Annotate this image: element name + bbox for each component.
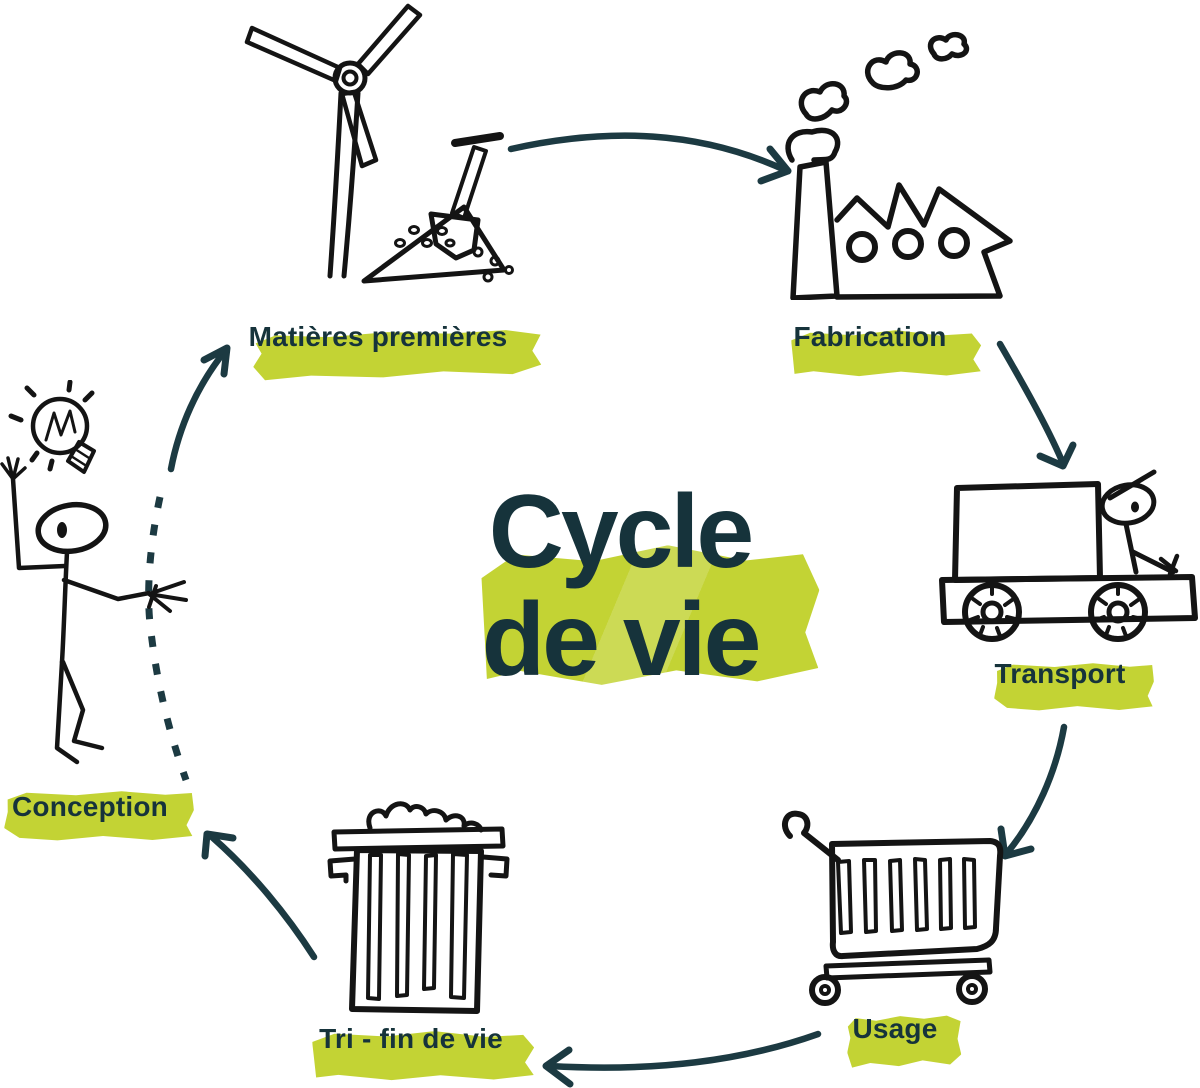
stage-label-matieres-premieres: Matières premières — [248, 321, 508, 352]
arrow-conception-to-matieres — [167, 344, 231, 473]
stage-label-tri-fin-de-vie: Tri - fin de vie — [319, 1023, 503, 1054]
trash-bin-icon — [327, 801, 510, 1014]
stage-label-conception: Conception — [12, 791, 168, 822]
arrow-usage-to-tri — [542, 1030, 822, 1088]
diagram-title-line2: de vie — [481, 582, 762, 698]
stage-label-transport: Transport — [994, 658, 1126, 689]
arrow-tri-to-conception — [201, 830, 318, 961]
factory-icon — [785, 31, 1013, 300]
wind-turbine-shovel-icon — [244, 3, 514, 284]
stage-label-fabrication: Fabrication — [793, 321, 947, 352]
diagram-title: Cycle de vie — [428, 478, 812, 694]
arrow-fabrication-to-transport — [996, 340, 1077, 470]
stage-label-usage: Usage — [852, 1013, 938, 1044]
arrow-transport-to-usage — [997, 723, 1068, 860]
person-lightbulb-icon — [0, 380, 188, 765]
diagram-title-line1: Cycle — [488, 474, 755, 590]
arrow-matieres-to-fabrication — [507, 132, 792, 185]
delivery-truck-icon — [939, 469, 1198, 642]
shopping-cart-icon — [781, 810, 1004, 1006]
